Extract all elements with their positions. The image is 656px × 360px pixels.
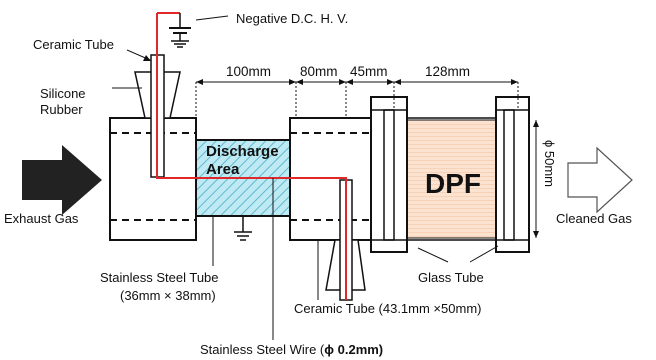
ground-symbol [234,216,252,241]
ceramic-tube-top-label: Ceramic Tube [33,37,114,52]
dim-128mm: 128mm [425,64,470,79]
dim-80mm: 80mm [300,64,338,79]
stainless-tube-label-1: Stainless Steel Tube [100,270,219,285]
glass-tube-leader-left [417,247,449,263]
diameter-label: ϕ 50mm [542,140,557,187]
exhaust-gas-arrow [22,145,102,215]
silicone-label-line2: Rubber [40,102,83,117]
diameter-arrow-top [533,120,539,127]
cleaned-gas-label: Cleaned Gas [556,211,632,226]
glass-tube-leader-right [469,245,499,263]
dim-100mm: 100mm [226,64,271,79]
stainless-wire-label: Stainless Steel Wire (ϕ 0.2mm) [200,342,383,357]
exhaust-gas-label: Exhaust Gas [4,211,79,226]
glass-tube-label: Glass Tube [418,270,484,285]
ceramic-top-leader-arrow [143,55,151,61]
hv-leader-line [195,15,229,21]
ceramic-tube-bottom-label: Ceramic Tube (43.1mm ×50mm) [294,301,481,316]
dpf-label: DPF [425,168,481,199]
silicone-label-line1: Silicone [40,86,86,101]
dim-45mm: 45mm [350,64,388,79]
discharge-area-label-1: Discharge [206,143,279,160]
right-flange-inner [503,109,515,241]
discharge-area-label-2: Area [206,161,240,178]
stainless-tube-label-2: (36mm × 38mm) [120,288,216,303]
left-flange-inner [383,109,395,241]
cleaned-gas-arrow [567,146,633,214]
diameter-arrow-bottom [533,231,539,238]
hv-supply-label: Negative D.C. H. V. [236,11,348,26]
dimension-ticks [196,79,518,85]
hv-supply-symbol [169,13,191,48]
stainless-steel-wire [156,13,347,300]
dpf-element [403,119,497,239]
